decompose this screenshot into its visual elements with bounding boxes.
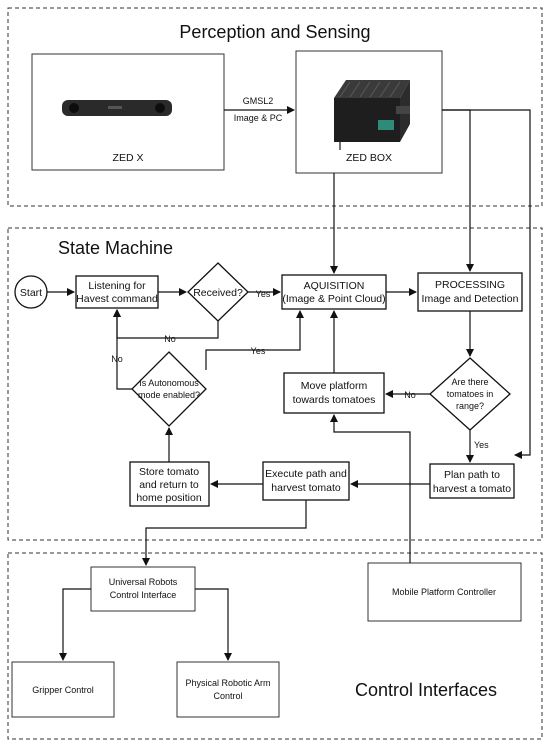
received-label: Received? (193, 287, 243, 299)
move-platform-node (283, 372, 385, 414)
autonomous-yes-arrow (205, 310, 304, 370)
gripper-label: Gripper Control (32, 685, 94, 695)
tomatoes-line-1: Are there (451, 377, 488, 387)
processing-line-2: Image and Detection (422, 293, 519, 305)
ur-line-1: Universal Robots (109, 577, 178, 587)
control-title: Control Interfaces (355, 680, 497, 700)
autonomous-no-arrow (113, 309, 132, 390)
listening-line-1: Listening for (88, 280, 146, 292)
plan-line-1: Plan path to (444, 469, 500, 481)
received-no-label: No (164, 334, 176, 344)
ur-to-arm-arrow (195, 588, 232, 661)
ur-control-node (90, 566, 196, 612)
processing-line-1: PROCESSING (435, 279, 505, 291)
store-line-1: Store tomato (139, 466, 199, 478)
mobile-controller-node (367, 562, 522, 622)
zed-x-label: ZED X (113, 152, 144, 164)
gmsl2-label: GMSL2 (243, 96, 274, 106)
mobile-to-move-arrow (330, 414, 411, 563)
autonomous-yes-label: Yes (251, 346, 266, 356)
start-label: Start (20, 287, 42, 299)
tomatoes-line-3: range? (456, 401, 484, 411)
ur-line-2: Control Interface (110, 590, 177, 600)
tomatoes-line-2: tomatoes in (447, 389, 494, 399)
tomatoes-yes-label: Yes (474, 440, 489, 450)
state-machine-title: State Machine (58, 238, 173, 258)
autonomous-decision (131, 351, 207, 427)
aquisition-node (281, 274, 387, 310)
received-yes-label: Yes (256, 289, 271, 299)
store-line-3: home position (136, 492, 202, 504)
aquisition-line-1: AQUISITION (304, 280, 365, 292)
plan-path-node (429, 463, 515, 499)
autonomous-line-1: Is Autonomous (139, 378, 199, 388)
plan-line-2: harvest a tomato (433, 483, 511, 495)
ur-to-gripper-arrow (59, 588, 91, 661)
arm-line-1: Physical Robotic Arm (185, 678, 270, 688)
zedbox-to-processing-arrow (442, 109, 474, 272)
processing-node (417, 272, 523, 312)
execute-line-1: Execute path and (265, 468, 347, 480)
aquisition-line-2: (Image & Point Cloud) (282, 293, 385, 305)
control-section (7, 552, 543, 740)
zed-box-label: ZED BOX (346, 152, 392, 164)
autonomous-no-label: No (111, 354, 123, 364)
perception-section (7, 7, 543, 207)
gripper-node (11, 661, 115, 718)
listening-line-2: Havest command (76, 293, 158, 305)
image-pc-label: Image & PC (234, 113, 283, 123)
store-node (129, 461, 210, 507)
move-line-2: towards tomatoes (293, 394, 376, 406)
execute-to-ur-arrow (142, 500, 307, 566)
execute-line-2: harvest tomato (271, 482, 341, 494)
tomatoes-no-label: No (404, 390, 416, 400)
zedbox-to-plan-arrow (442, 109, 531, 459)
arm-line-2: Control (213, 691, 242, 701)
store-line-2: and return to (139, 479, 199, 491)
zed-box-device-image (334, 80, 410, 150)
autonomous-line-2: mode enabled? (138, 390, 200, 400)
mobile-label: Mobile Platform Controller (392, 587, 496, 597)
state-machine-section (7, 227, 543, 541)
perception-title: Perception and Sensing (179, 22, 370, 42)
zed-x-camera-image (62, 100, 172, 116)
arm-node (176, 661, 280, 718)
move-line-1: Move platform (301, 380, 368, 392)
